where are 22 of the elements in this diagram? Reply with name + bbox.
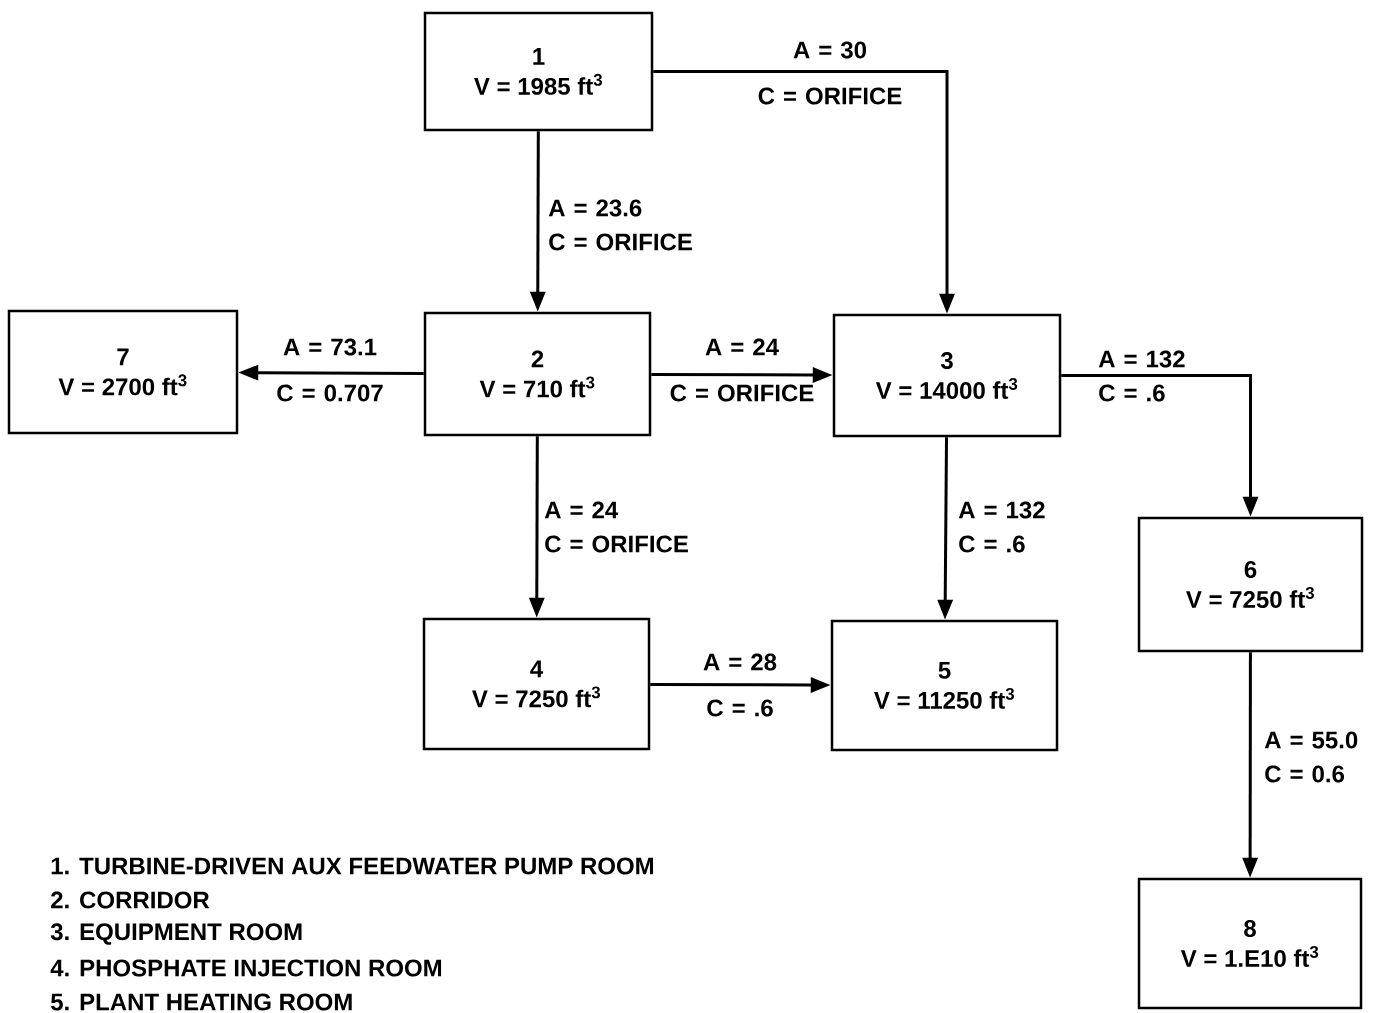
edge-label: A = 24 C = ORIFICE [544, 501, 688, 553]
room-box: 7 V = 2700 ft$^{3}$ [7, 309, 239, 435]
room-key-item: 3. EQUIPMENT ROOM [50, 923, 302, 945]
room-box: 3 V = 14000 ft$^{3}$ [832, 313, 1062, 438]
edge-label: A = 132 C = .6 [958, 501, 1045, 553]
edge-label: A = 23.6 C = ORIFICE [548, 199, 692, 251]
edge-label: A = 24 C = ORIFICE [670, 338, 814, 402]
edge-label: A = 55.0 C = 0.6 [1264, 731, 1358, 783]
room-box: 8 V = 1.E10 ft$^{3}$ [1137, 877, 1363, 1010]
room-box: 1 V = 1985 ft$^{3}$ [423, 11, 654, 132]
room-key-item: 2. CORRIDOR [51, 891, 210, 909]
room-box: 2 V = 710 ft$^{3}$ [423, 311, 652, 437]
room-box: 6 V = 7250 ft$^{3}$ [1137, 516, 1364, 653]
edge-label: A = 73.1 C = 0.707 [277, 338, 383, 402]
edge-label: A = 28 C = .6 [703, 653, 777, 717]
room-box: 5 V = 11250 ft$^{3}$ [830, 619, 1059, 752]
room-key-item: 5. PLANT HEATING ROOM [50, 993, 352, 1011]
edge-label: A = 132 C = .6 [1098, 350, 1185, 402]
room-box: 4 V = 7250 ft$^{3}$ [422, 617, 651, 751]
room-key-item: 1. TURBINE-DRIVEN AUX FEEDWATER PUMP ROOM [51, 857, 654, 875]
edge-label: A = 30 C = ORIFICE [758, 41, 902, 105]
room-key-item: 4. PHOSPHATE INJECTION ROOM [50, 959, 442, 977]
